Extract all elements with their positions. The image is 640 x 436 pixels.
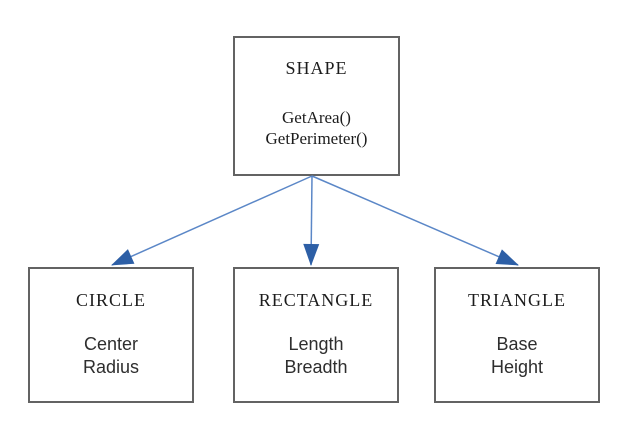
- arrow-shape-to-rectangle: [303, 175, 320, 266]
- attribute-length: Length: [288, 334, 344, 354]
- triangle-class-box: TRIANGLE Base Height: [434, 267, 600, 403]
- attribute-height: Height: [490, 357, 544, 377]
- arrow-shape-to-triangle: [311, 175, 519, 266]
- attribute-center: Center: [83, 334, 139, 354]
- method-getperimeter: GetPerimeter(): [265, 129, 368, 148]
- shape-class-methods: GetArea() GetPerimeter(): [266, 107, 368, 149]
- triangle-class-attributes: Base Height: [491, 333, 543, 379]
- rectangle-class-box: RECTANGLE Length Breadth: [233, 267, 399, 403]
- attribute-breadth: Breadth: [284, 357, 348, 377]
- circle-class-attributes: Center Radius: [83, 333, 139, 379]
- rectangle-class-title: RECTANGLE: [258, 290, 374, 310]
- attribute-base: Base: [496, 334, 538, 354]
- arrow-shape-to-circle: [111, 175, 313, 266]
- shape-class-box: SHAPE GetArea() GetPerimeter(): [233, 36, 400, 176]
- method-getarea: GetArea(): [282, 108, 351, 127]
- shape-class-title: SHAPE: [285, 58, 348, 78]
- circle-class-box: CIRCLE Center Radius: [28, 267, 194, 403]
- attribute-radius: Radius: [82, 357, 140, 377]
- rectangle-class-attributes: Length Breadth: [284, 333, 347, 379]
- triangle-class-title: TRIANGLE: [468, 290, 566, 310]
- circle-class-title: CIRCLE: [75, 290, 146, 310]
